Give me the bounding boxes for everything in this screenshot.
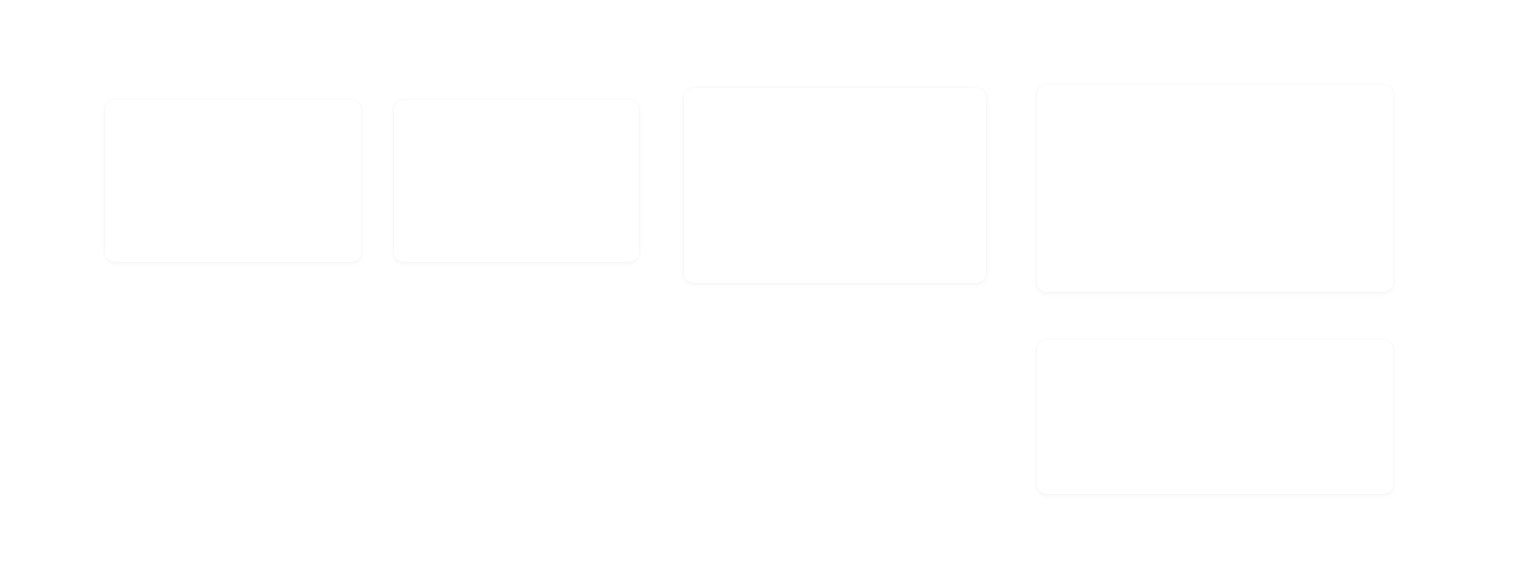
placeholder-card-5	[1037, 340, 1393, 494]
placeholder-card-3	[684, 88, 986, 283]
placeholder-card-2	[394, 100, 639, 262]
placeholder-card-4	[1037, 85, 1393, 292]
placeholder-card-1	[105, 100, 361, 262]
